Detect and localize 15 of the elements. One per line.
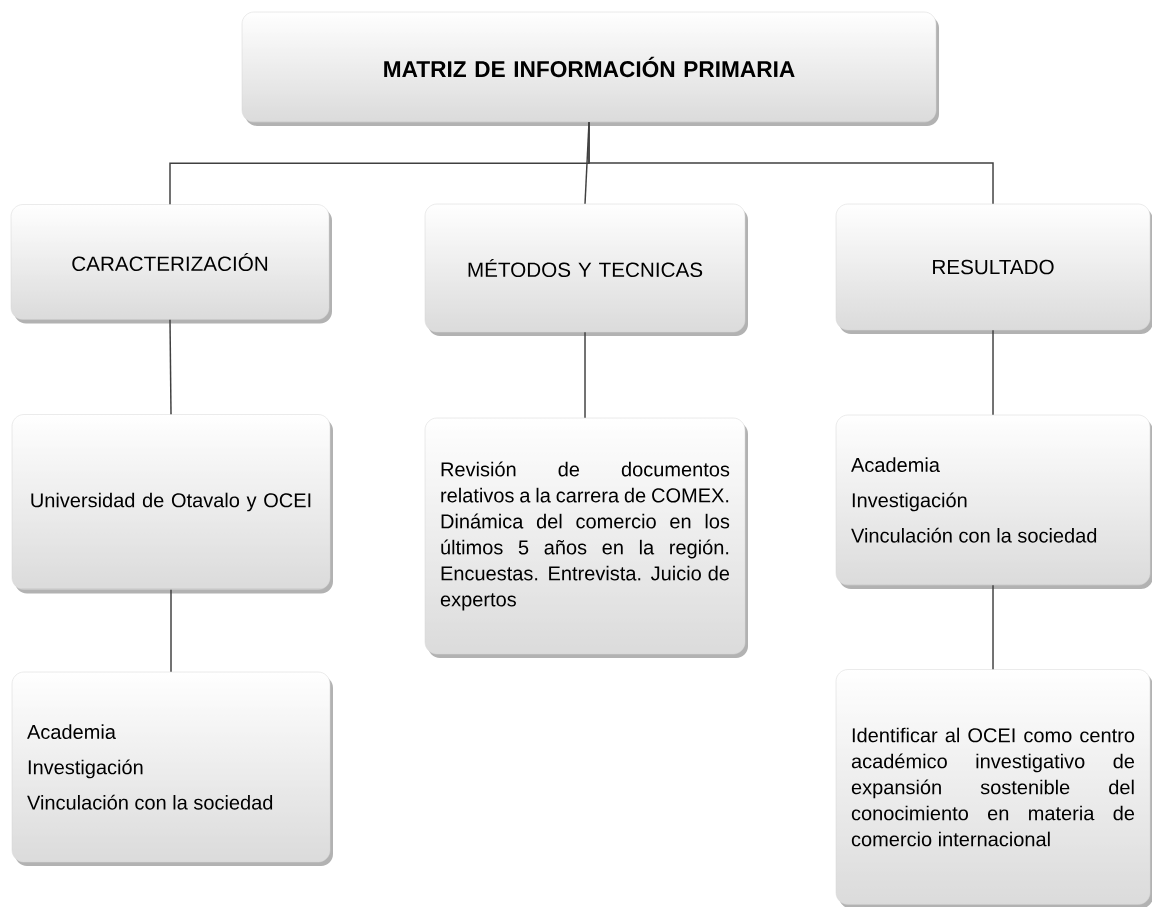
connector-line (169, 319, 172, 415)
text-box: Academia Investigación Vinculación con la sociedad (11, 671, 333, 866)
heading-box: CARACTERIZACIÓN (10, 204, 332, 324)
text-box: Revisión de documentos relativos a la carrera de COMEX. Dinámica del comercio en los últimos 5 años en la región. Encuestas. Entrevista. Juicio de expertos (424, 417, 748, 658)
connector-line (584, 331, 586, 419)
connector-line (170, 589, 172, 673)
connector-line (992, 584, 994, 670)
text-box: Universidad de Otavalo y OCEI (11, 414, 333, 594)
heading-box: RESULTADO (835, 203, 1152, 334)
text-box: Identificar al OCEI como centro académico investigativo de expansión sostenible del conocimiento en materia de comercio internacional (835, 669, 1152, 907)
connector-line (992, 329, 994, 416)
connector-line (588, 121, 994, 205)
title-box: MATRIZ DE INFORMACIÓN PRIMARIA (241, 11, 939, 126)
text-box: Academia Investigación Vinculación con la sociedad (835, 414, 1152, 589)
heading-box: MÉTODOS Y TECNICAS (424, 203, 748, 336)
